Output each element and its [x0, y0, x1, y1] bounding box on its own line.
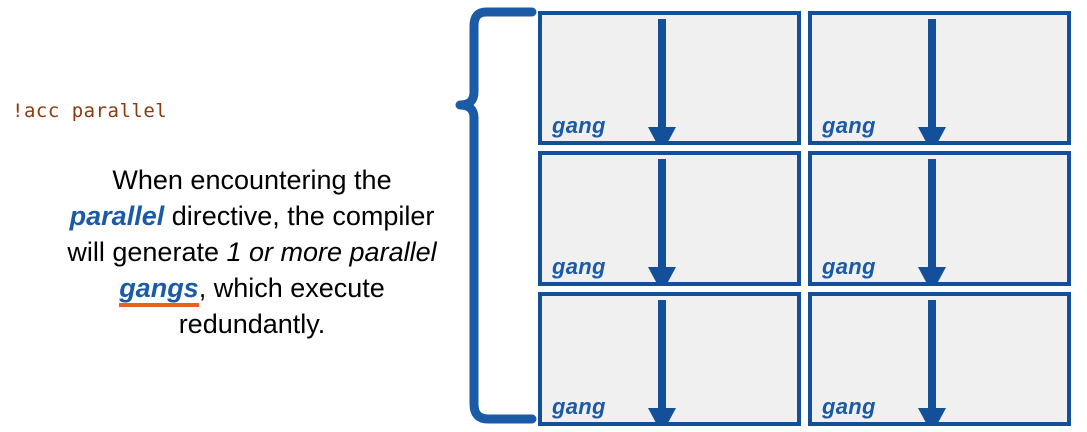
description-line-5: , which execute: [198, 273, 385, 303]
keyword-gangs: gangs: [119, 273, 199, 307]
description-line-6: redundantly.: [178, 309, 326, 339]
gang-box[interactable]: gang: [538, 151, 801, 286]
gang-label: gang: [822, 113, 876, 139]
gang-label: gang: [552, 253, 606, 279]
gang-grid: gang gang gang gang gang gang: [538, 11, 1071, 426]
gang-label: gang: [822, 253, 876, 279]
gang-label: gang: [552, 113, 606, 139]
gang-label: gang: [822, 393, 876, 419]
description-line-1: When encountering the: [112, 165, 392, 195]
explanation-panel: !acc parallel When encountering the para…: [0, 0, 460, 432]
keyword-parallel: parallel: [69, 201, 165, 231]
down-arrow-icon: [647, 159, 676, 282]
down-arrow-icon: [917, 299, 946, 422]
gang-box[interactable]: gang: [538, 291, 801, 426]
description-line-2: directive, the: [164, 201, 325, 231]
gang-label: gang: [552, 393, 606, 419]
down-arrow-icon: [917, 159, 946, 282]
gang-box[interactable]: gang: [808, 151, 1071, 286]
down-arrow-icon: [647, 299, 676, 422]
curly-brace-icon: [455, 7, 537, 424]
down-arrow-icon: [917, 19, 946, 142]
gang-box[interactable]: gang: [808, 291, 1071, 426]
down-arrow-icon: [647, 19, 676, 142]
openacc-directive-text: !acc parallel: [12, 100, 168, 122]
gang-box[interactable]: gang: [538, 11, 801, 146]
gang-box[interactable]: gang: [808, 11, 1071, 146]
description-paragraph: When encountering the parallel directive…: [62, 162, 442, 342]
description-line-3: compiler will generate: [67, 201, 435, 267]
description-emphasis: 1 or more parallel: [226, 237, 437, 267]
